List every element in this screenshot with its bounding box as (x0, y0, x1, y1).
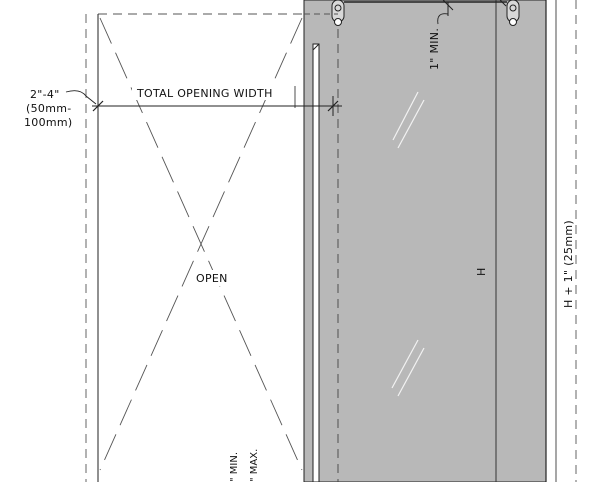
glass-reflection-upper (392, 91, 425, 149)
total-opening-width-label: TOTAL OPENING WIDTH (136, 87, 273, 100)
height-plus-one-label: H + 1" (25mm) (562, 220, 575, 308)
door-pull-handle (312, 43, 320, 482)
floor-gap-min-label: " MIN. (229, 452, 240, 482)
height-label: H (475, 267, 488, 276)
opening-width-label-bg (132, 84, 294, 100)
setback-mm-label-1: (50mm- (26, 102, 72, 115)
one-inch-min-label: 1" MIN. (428, 28, 441, 70)
glass-reflection-lower (391, 339, 425, 397)
hanger-right (506, 0, 520, 26)
setback-range-label: 2"-4" (30, 88, 60, 101)
setback-leader (65, 90, 97, 105)
handle-top-bevel (312, 43, 320, 51)
leader-1in (437, 13, 449, 25)
setback-mm-label-2: 100mm) (24, 116, 73, 129)
open-label-bg (192, 270, 236, 286)
floor-gap-max-label: " MAX. (249, 449, 260, 482)
door-panel (303, 0, 547, 482)
hanger-left (331, 0, 345, 26)
open-label: OPEN (196, 272, 228, 285)
